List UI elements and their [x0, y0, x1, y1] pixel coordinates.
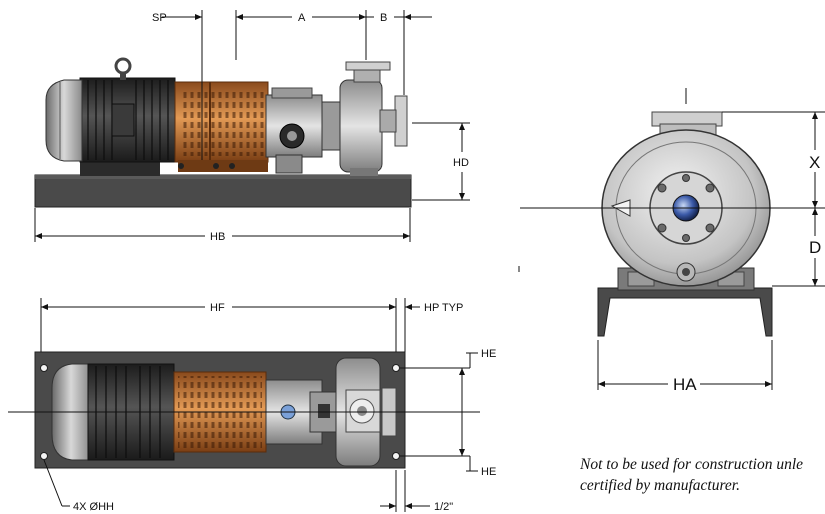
dim-label-he-top: HE [481, 348, 496, 360]
dim-label-a: A [298, 12, 306, 24]
dim-label-x: X [809, 153, 820, 172]
dimension-arrows-end [598, 112, 818, 387]
discharge-flange [345, 61, 391, 71]
dim-label-hb: HB [210, 231, 225, 243]
note-line-1: Not to be used for construction unle [580, 456, 804, 473]
dim-label-hp-typ: HP TYP [424, 302, 463, 314]
side-elevation-view: SP A B HD HB [34, 10, 470, 243]
dim-label-hf: HF [210, 302, 225, 314]
dimension-arrows-top [35, 14, 465, 239]
lifting-eyebolt [114, 57, 132, 75]
dim-label-d: D [809, 238, 821, 257]
note-line-2: certified by manufacturer. [580, 477, 740, 494]
mounting-holes [40, 364, 400, 460]
motor-foot [80, 160, 160, 176]
dim-label-he-bottom: HE [481, 466, 496, 478]
dim-label-sp: SP [152, 12, 167, 24]
dim-label-holes: 4X ØHH [73, 501, 114, 513]
dim-label-b: B [380, 12, 387, 24]
dim-label-hd: HD [453, 157, 469, 169]
dimension-lines-plan [40, 298, 478, 512]
motor-fan-cover [45, 79, 83, 162]
dim-label-half-inch: 1/2" [434, 501, 453, 513]
dimension-lines-top [34, 10, 470, 242]
end-view: X D HA [518, 88, 825, 394]
dimension-arrows-plan [41, 304, 465, 509]
baseplate [34, 174, 412, 208]
construction-disclaimer-note: Not to be used for construction unle cer… [580, 454, 825, 496]
dim-label-ha: HA [673, 375, 697, 394]
end-view-base-frame [597, 287, 773, 337]
suction-flange [394, 95, 408, 147]
plan-view: HF HP TYP HE HE 4X ØHH 1/2" [8, 298, 496, 513]
pump-casing [339, 79, 383, 173]
baseplate-top-edge [35, 175, 411, 179]
terminal-box [111, 103, 135, 137]
